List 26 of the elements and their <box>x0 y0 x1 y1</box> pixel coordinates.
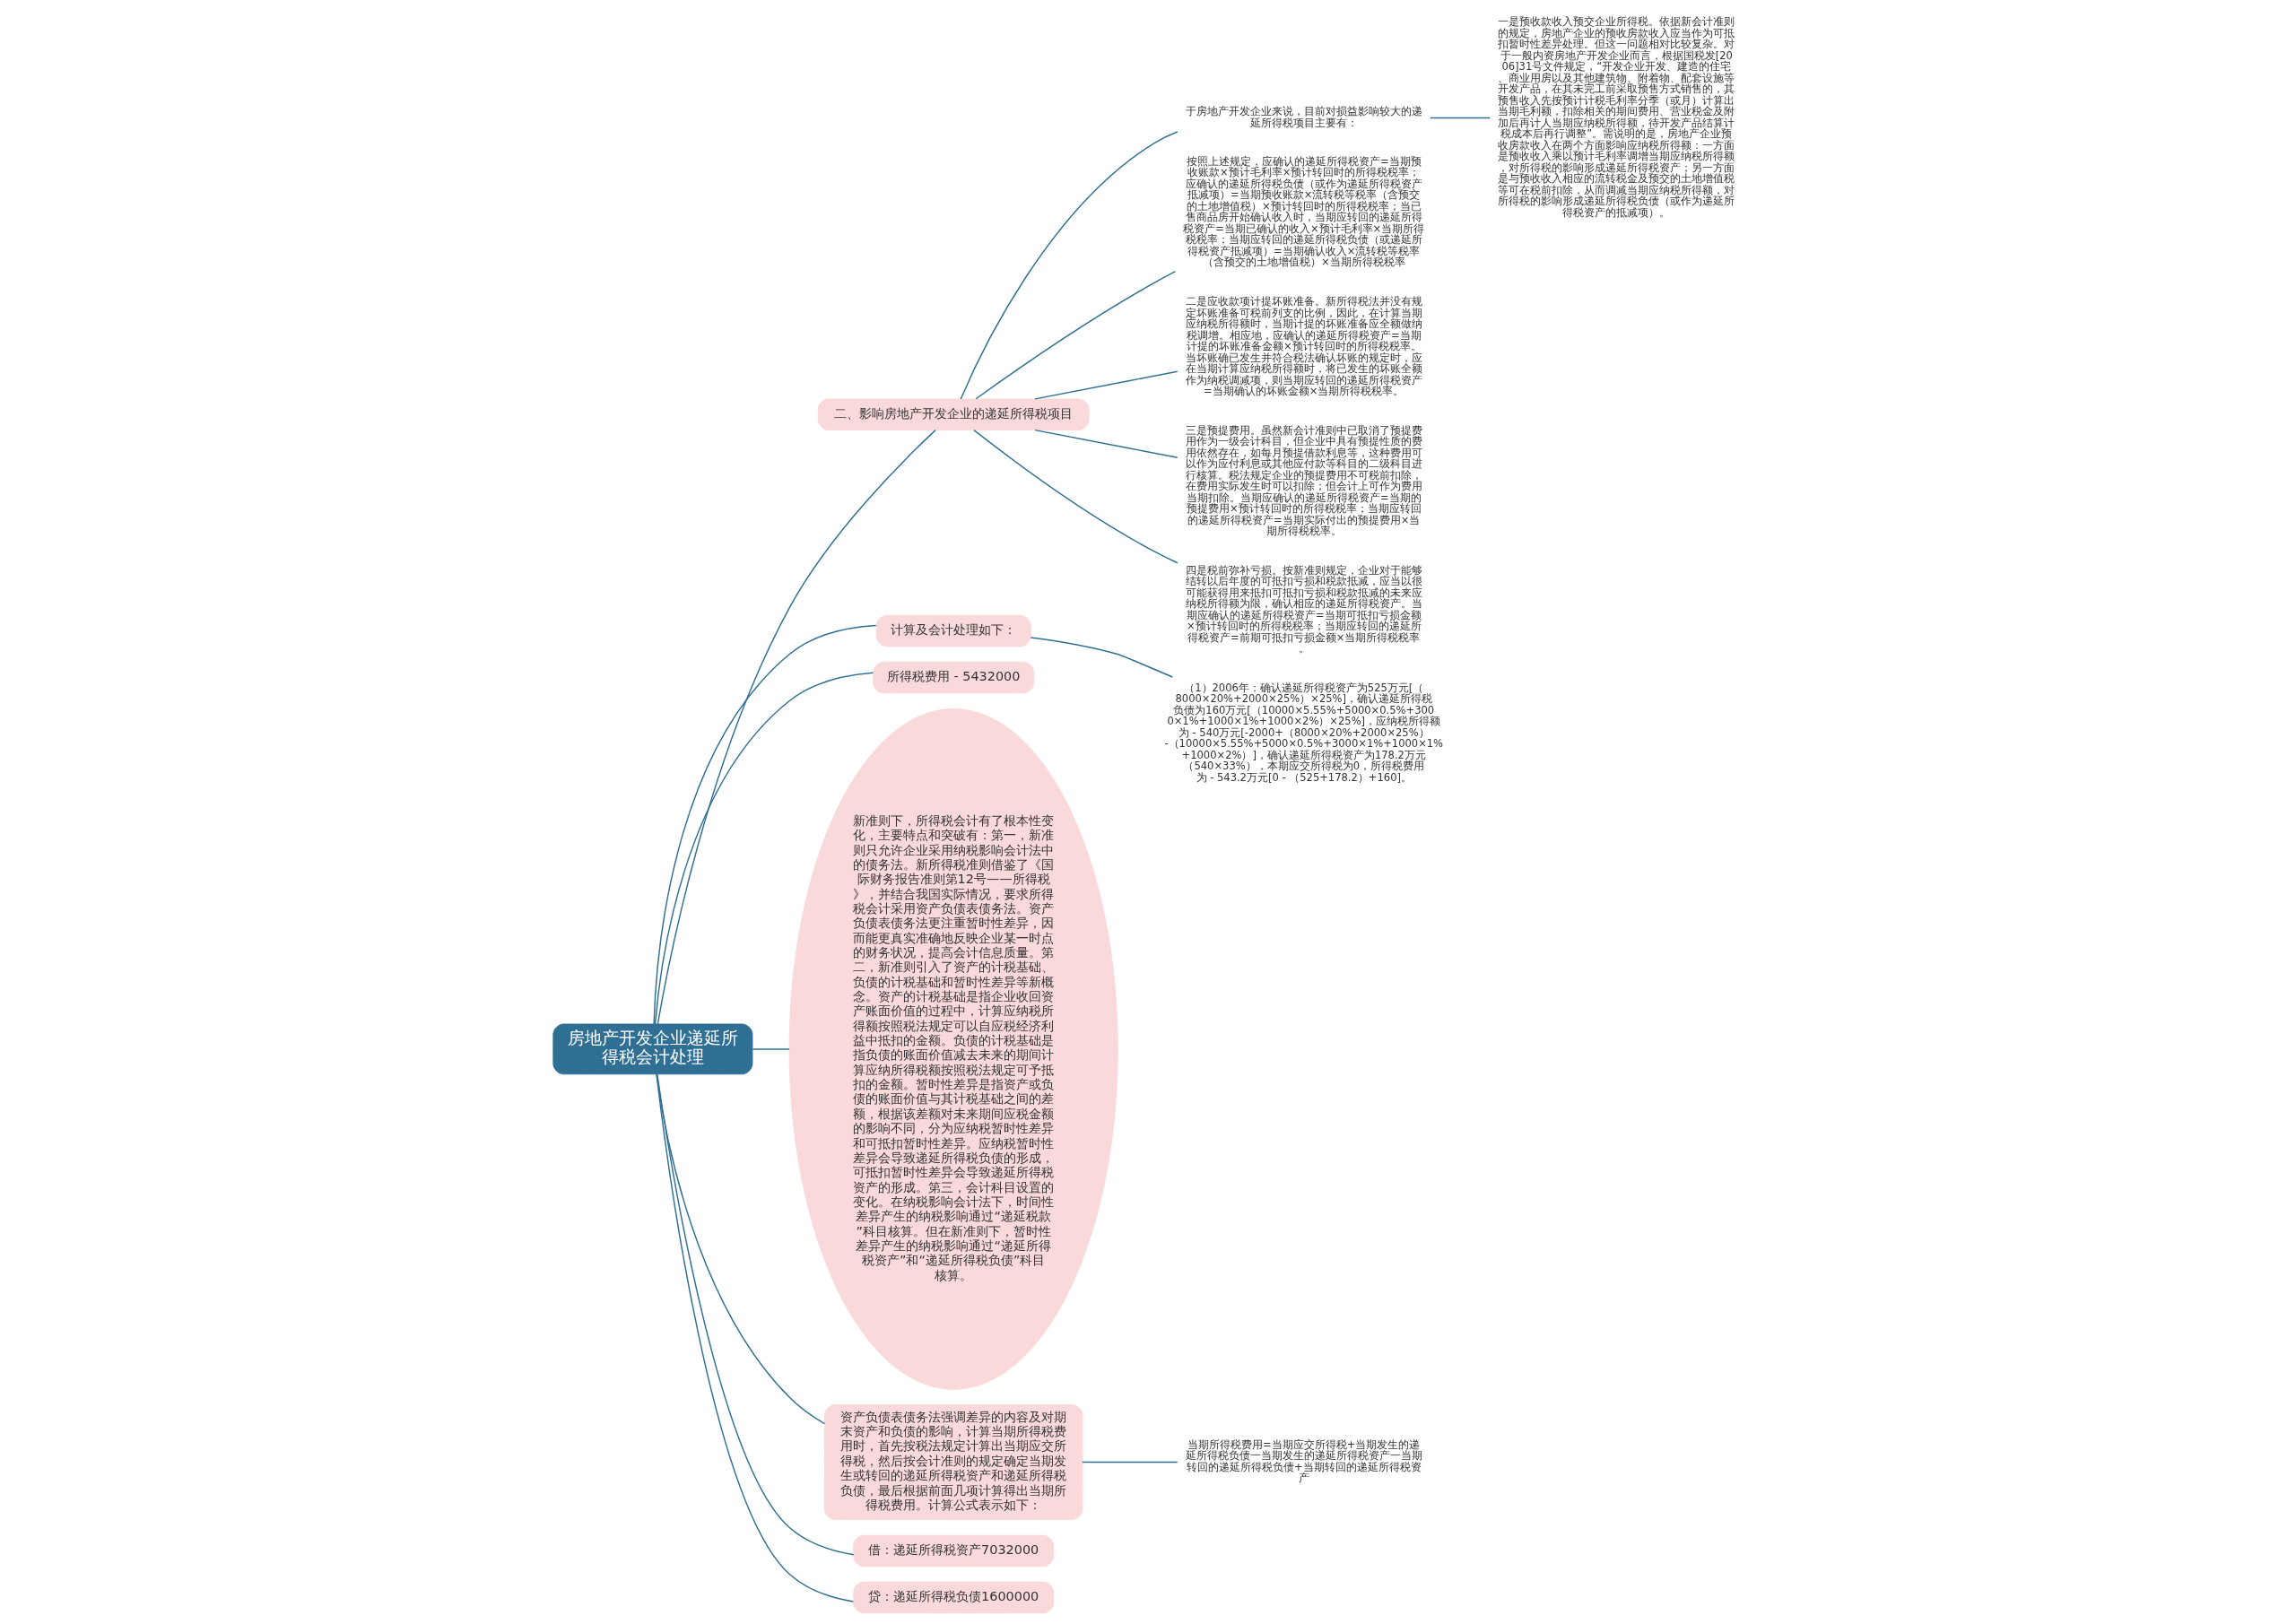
node-box: 计算及会计处理如下： <box>875 614 1031 647</box>
node-box: 所得税费用 - 5432000 <box>873 661 1035 694</box>
connector <box>1082 1461 1178 1463</box>
connector <box>1034 429 1178 458</box>
connector <box>975 270 1177 400</box>
node-text: 当期所得税费用=当期应交所得税+当期发生的递延所得税负债一当期发生的递延所得税资产一当期转回的递延所得税负债+当期转回的递延所得税资产 <box>1185 1437 1422 1485</box>
node-text: 三是预提费用。虽然新会计准则中已取消了预提费用作为一级会计科目，但企业中具有预提性质的费用依然存在，如每月预提借款利息等，这种费用可以作为应付利息或其他应付款等科目的二级科目进行核算。税法规定企业的预提费用不可税前扣除，在费用实际发生时可以扣除；但会计上可作为费用当期扣除。当期应确认的递延所得税资产=当期的预提费用×预计转回时的所得税税率；当期应转回的递延所得税资产=当期实际付出的预提费用×当期所得税税率。 <box>1185 423 1422 538</box>
node-text: （1）2006年：确认递延所得税资产为525万元[（8000×20%+2000×25%）×25%]，确认递延所得税负债为160万元[（10000×5.55%+5000×0.5%+3000×1%+1000×1%+1000×2%）×25%]，应纳税所得额为 - 540万元[-2000+（8000×20%+2000×25%）-（10000×5.55%+5000×0.5%+3000×1%+1000×1%+1000×2%）]，确认递延所得税资产为178.2万元（540×33%），本期应交所得税为0，所得税费用为 - 543.2万元[0 - （525+178.2）+160]。 <box>1164 681 1444 784</box>
connector <box>657 429 936 1025</box>
node-box: 贷：递延所得税负债1600000 <box>853 1581 1055 1614</box>
node-text: 按照上述规定，应确认的递延所得税资产=当期预收账款×预计毛利率×预计转回时的所得税税率；应确认的递延所得税负债（或作为递延所得税资产抵减项）=当期预收账款×流转税等税率（含预交的土地增值税）×预计转回时的所得税税率；当已售商品房开始确认收入时，当期应转回的递延所得税资产=当期已确认的收入×预计毛利率×当期所得税税率；当期应转回的递延所得税负债（或递延所得税资产抵减项）=当期确认收入×流转税等税率（含预交的土地增值税）×当期所得税税率 <box>1183 154 1425 269</box>
connector <box>960 131 1178 400</box>
node-box: 二、影响房地产开发企业的递延所得税项目 <box>817 398 1090 431</box>
node-text: 于房地产开发企业来说，目前对损益影响较大的递延所得税项目主要有： <box>1185 105 1422 129</box>
connector <box>973 429 1178 564</box>
connector <box>1034 370 1178 400</box>
node-text: 四是税前弥补亏损。按新准则规定，企业对于能够结转以后年度的可抵扣亏损和税款抵减，应当以很可能获得用来抵扣可抵扣亏损和税款抵减的未来应纳税所得额为限，确认相应的递延所得税资产。当期应确认的递延所得税资产=当期可抵扣亏损金额×预计转回时的所得税税率；当期应转回的递延所得税资产=前期可抵扣亏损金额×当期所得税税率。 <box>1185 563 1422 656</box>
connector <box>1430 117 1492 119</box>
node-box: 借：递延所得税资产7032000 <box>853 1534 1055 1568</box>
node-ellipse: 新准则下，所得税会计有了根本性变化，主要特点和突破有：第一，新准则只允许企业采用纳税影响会计法中的债务法。新所得税准则借鉴了《国际财务报告准则第12号——所得税》，并结合我国实际情况，要求所得税会计采用资产负债表债务法。资产负债表债务法更注重暂时性差异，因而能更真实准确地反映企业某一时点的财务状况，提高会计信息质量。第二，新准则引入了资产的计税基础、负债的计税基础和暂时性差异等新概念。资产的计税基础是指企业收回资产账面价值的过程中，计算应纳税所得额按照税法规定可以自应税经济利益中抵扣的金额。负债的计税基础是指负债的账面价值减去未来的期间计算应纳所得税额按照税法规定可予抵扣的金额。暂时性差异是指资产或负债的账面价值与其计税基础之间的差额，根据该差额对未来期间应税金额的影响不同，分为应纳税暂时性差异和可抵扣暂时性差异。应纳税暂时性差异会导致递延所得税负债的形成，可抵扣暂时性差异会导致递延所得税资产的形成。第三，会计科目设置的变化。在纳税影响会计法下，时间性差异产生的纳税影响通过“递延税款”科目核算。但在新准则下，暂时性差异产生的纳税影响通过“递延所得税资产”和“递延所得税负债”科目核算。 <box>788 708 1118 1390</box>
node-box: 房地产开发企业递延所得税会计处理 <box>552 1023 753 1075</box>
node-text: 一是预收款收入预交企业所得税。依据新会计准则的规定，房地产企业的预收房款收入应当作为可抵扣暂时性差异处理。但这一问题相对比较复杂。对于一般内资房地产开发企业而言，根据国税发[2006]31号文件规定，“开发企业开发、建造的住宅、商业用房以及其他建筑物、附着物、配套设施等开发产品，在其未完工前采取预售方式销售的，其预售收入先按预计计税毛利率分季（或月）计算出当期毛利额，扣除相关的期间费用、营业税金及附加后再计人当期应纳税所得额，待开发产品结算计税成本后再行调整”。需说明的是，房地产企业预收房款收入在两个方面影响应纳税所得额：一方面是预收收入乘以预计毛利率调增当期应纳税所得额，对所得税的影响形成递延所得税资产；另一方面是与预收收入相应的流转税金及预交的土地增值税等可在税前扣除，从而调减当期应纳税所得额，对所得税的影响形成递延所得税负债（或作为递延所得税资产的抵减项）。 <box>1498 15 1735 219</box>
connector <box>1030 637 1174 678</box>
connector <box>752 1048 790 1050</box>
node-box: 资产负债表债务法强调差异的内容及对期末资产和负债的影响，计算当期所得税费用时，首先按税法规定计算出当期应交所得税，然后按会计准则的规定确定当期发生或转回的递延所得税资产和递延所得税负债，最后根据前面几项计算得出当期所得税费用。计算公式表示如下： <box>823 1404 1083 1520</box>
node-text: 二是应收款项计提坏账准备。新所得税法并没有规定坏账准备可税前列支的比例，因此，在计算当期应纳税所得额时，当期计提的坏账准备应全额做纳税调增。相应地，应确认的递延所得税资产=当期计提的坏账准备金额×预计转回时的所得税税率。当坏账确已发生并符合税法确认坏账的规定时，应在当期计算应纳税所得额时，将已发生的坏账全额作为纳税调减项，则当期应转回的递延所得税资产=当期确认的坏账金额×当期所得税税率。 <box>1185 295 1422 398</box>
